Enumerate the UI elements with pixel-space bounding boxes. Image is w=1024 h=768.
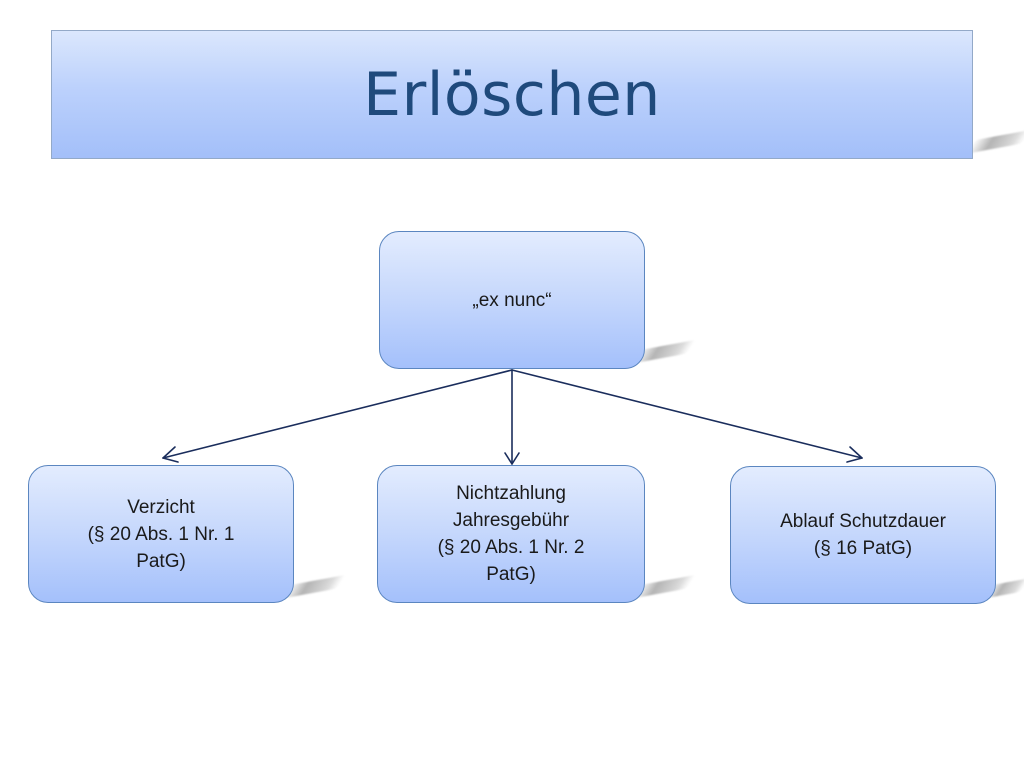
child-node-verzicht-label: Verzicht (§ 20 Abs. 1 Nr. 1 PatG) xyxy=(87,496,235,572)
child-node-verzicht: Verzicht (§ 20 Abs. 1 Nr. 1 PatG) xyxy=(28,465,294,603)
child-node-nichtzahlung: Nichtzahlung Jahresgebühr (§ 20 Abs. 1 N… xyxy=(377,465,645,603)
root-node: „ex nunc“ xyxy=(379,231,645,369)
child-node-ablauf-label: Ablauf Schutzdauer (§ 16 PatG) xyxy=(780,511,946,559)
child-node-nichtzahlung-label: Nichtzahlung Jahresgebühr (§ 20 Abs. 1 N… xyxy=(437,483,585,585)
arrowhead-child-2 xyxy=(504,452,520,465)
arrowhead-child-1 xyxy=(162,446,179,463)
root-node-label: „ex nunc“ xyxy=(472,289,552,311)
connector-to-child-1 xyxy=(162,369,513,459)
connector-to-child-3 xyxy=(511,369,863,459)
child-node-ablauf: Ablauf Schutzdauer (§ 16 PatG) xyxy=(730,466,996,604)
page-title: Erlöschen xyxy=(363,59,661,130)
title-banner: Erlöschen xyxy=(51,30,973,159)
arrowhead-child-3 xyxy=(846,446,863,463)
